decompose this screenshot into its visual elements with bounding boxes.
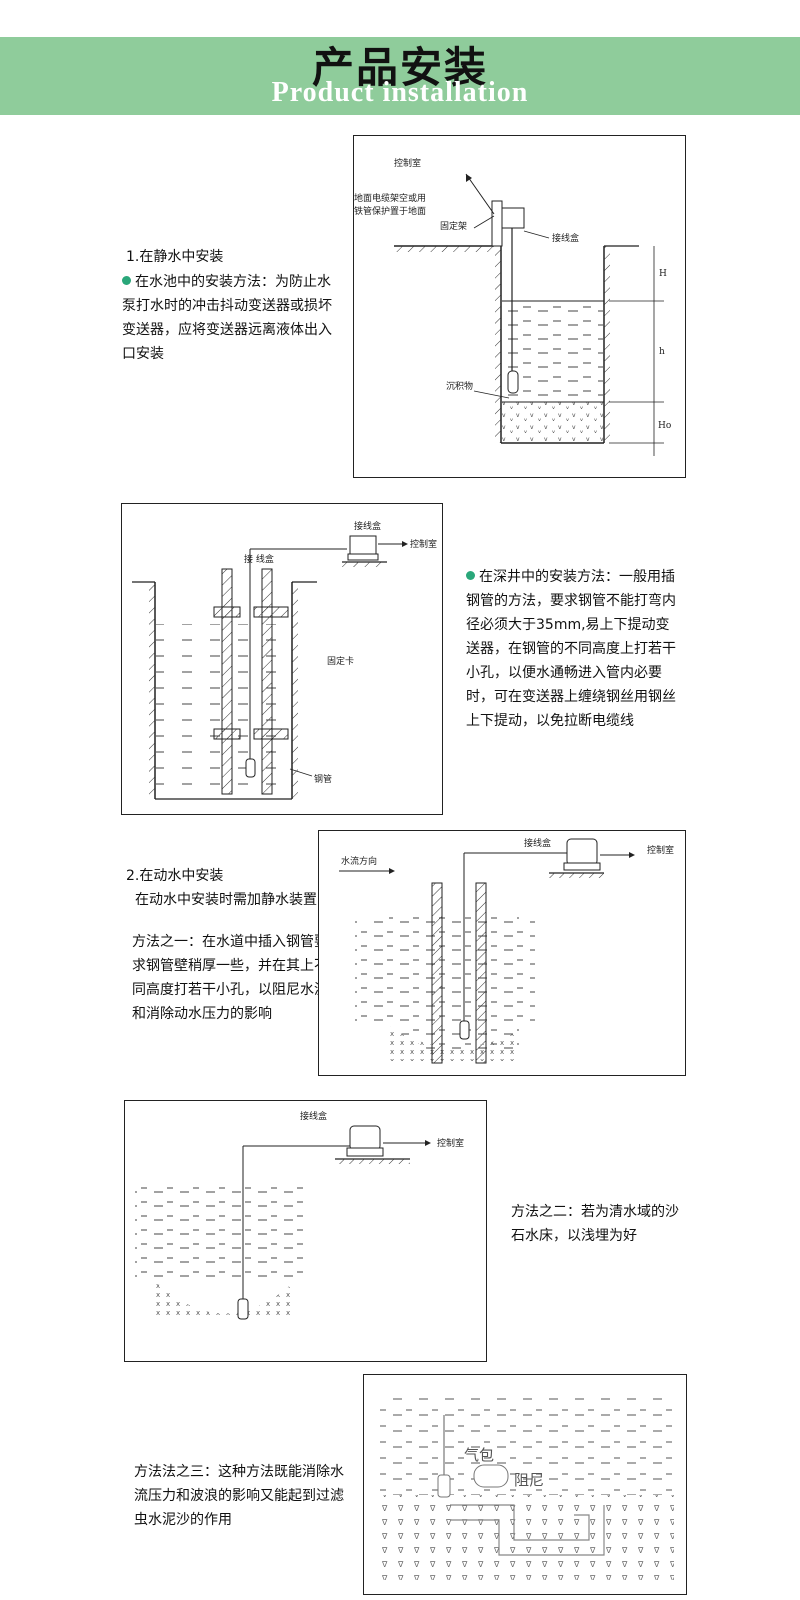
page-title: 产品安装 bbox=[311, 43, 488, 92]
clamp-label: 固定卡 bbox=[327, 655, 354, 667]
diagram-moving-water: x 接线盒 控制室 水流方向 bbox=[318, 830, 686, 1076]
section2-heading: 2.在动水中安装 bbox=[126, 868, 224, 884]
method1-text: 方法之一：在水道中插入钢管要求钢管壁稍厚一些，并在其上不同高度打若干小孔，以阻尼… bbox=[132, 934, 328, 1022]
bullet-icon bbox=[122, 276, 131, 285]
diagram-still-water: ᵥ v 控制 bbox=[353, 135, 686, 478]
dim-h-label: h bbox=[659, 347, 665, 357]
deep-junction-top-label: 接线盒 bbox=[354, 520, 381, 532]
diagram-deep-well: 接线盒 接 线盒 控制室 固定卡 钢管 bbox=[121, 503, 443, 815]
cable-note-line1: 地面电缆架空或用 bbox=[354, 192, 426, 204]
page-subtitle: Product installation bbox=[271, 77, 529, 108]
diagram-shallow-burial: x 接线盒 控制室 bbox=[124, 1100, 487, 1362]
method3-text: 方法法之三：这种方法既能消除水流压力和波浪的影响又能起到过滤虫水泥沙的作用 bbox=[134, 1464, 344, 1528]
moving-control-room-label: 控制室 bbox=[647, 844, 674, 856]
control-room-label: 控制室 bbox=[394, 157, 421, 169]
junction-box-label: 接线盒 bbox=[552, 232, 579, 244]
deep-control-room-label: 控制室 bbox=[410, 538, 437, 550]
section2-subheading: 在动水中安装时需加静水装置 bbox=[135, 892, 317, 908]
shallow-control-room-label: 控制室 bbox=[437, 1137, 464, 1149]
diagram-filter: ∇ 气包 阻尼 bbox=[363, 1374, 687, 1595]
shallow-junction-label: 接线盒 bbox=[300, 1110, 327, 1122]
sediment-label: 沉积物 bbox=[446, 380, 473, 392]
deep-junction-side-label: 接 线盒 bbox=[244, 553, 274, 565]
air-bag-label: 气包 bbox=[464, 1446, 494, 1464]
section1-text: 在水池中的安装方法：为防止水泵打水时的冲击抖动变送器或损坏变送器，应将变送器远离… bbox=[122, 274, 332, 362]
section1-text-block: 在水池中的安装方法：为防止水泵打水时的冲击抖动变送器或损坏变送器，应将变送器远离… bbox=[122, 270, 334, 366]
dim-H-label: H bbox=[659, 269, 667, 279]
dim-Ho-label: Ho bbox=[658, 421, 671, 431]
section1-heading: 1.在静水中安装 bbox=[126, 249, 224, 265]
cable-note-line2: 铁管保护置于地面 bbox=[354, 205, 426, 217]
bracket-label: 固定架 bbox=[440, 220, 467, 232]
moving-junction-label: 接线盒 bbox=[524, 837, 551, 849]
deep-well-text: 在深井中的安装方法：一般用插钢管的方法，要求钢管不能打弯内径必须大于35mm,易… bbox=[466, 569, 676, 729]
method2-text: 方法之二：若为清水域的沙石水床，以浅埋为好 bbox=[511, 1204, 679, 1244]
deep-well-text-block: 在深井中的安装方法：一般用插钢管的方法，要求钢管不能打弯内径必须大于35mm,易… bbox=[466, 565, 680, 733]
flow-direction-label: 水流方向 bbox=[341, 855, 377, 867]
damper-label: 阻尼 bbox=[514, 1471, 544, 1489]
steel-pipe-label: 钢管 bbox=[314, 773, 332, 785]
header-banner bbox=[0, 37, 800, 115]
bullet-icon bbox=[466, 571, 475, 580]
